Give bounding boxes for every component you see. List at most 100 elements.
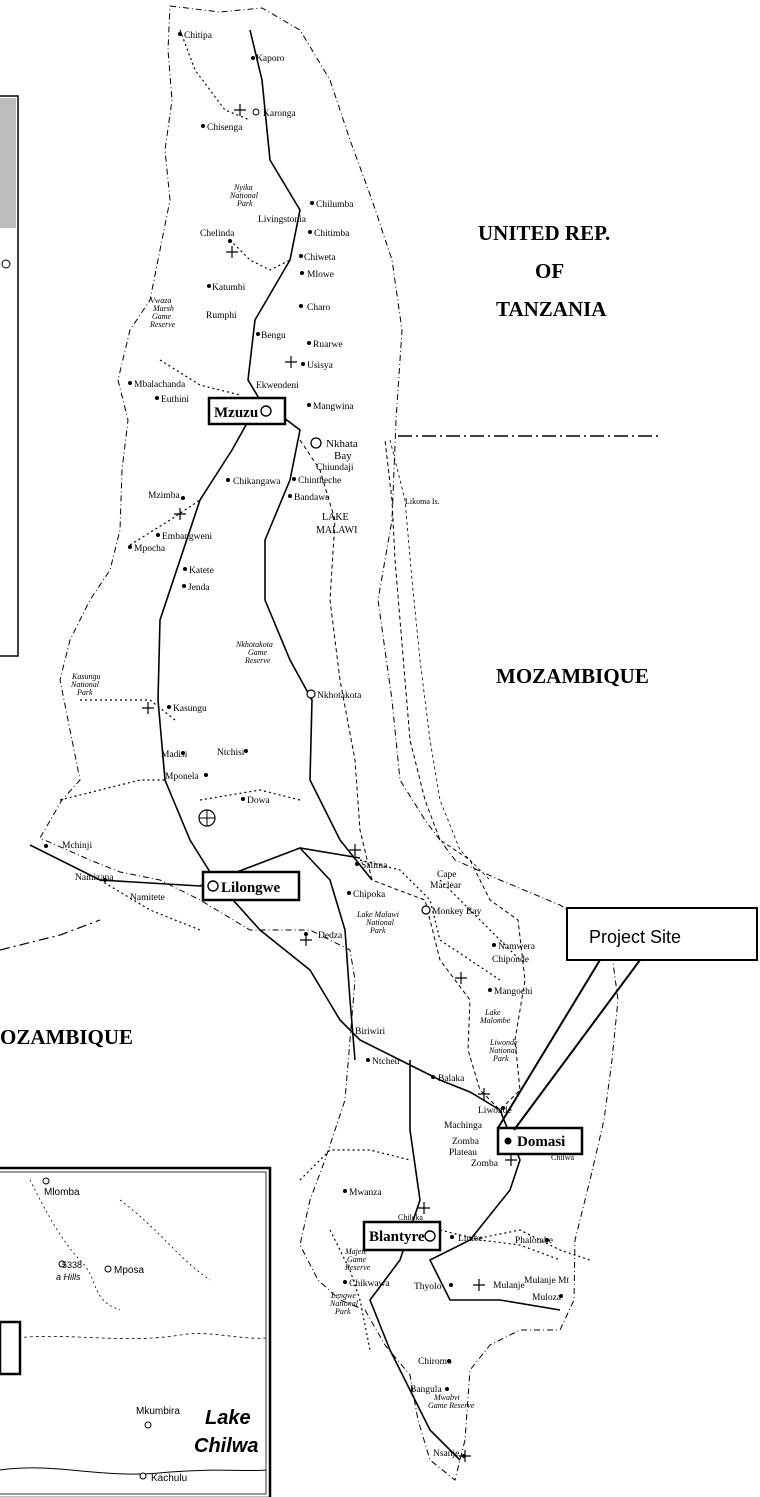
svg-text:National: National [70, 680, 100, 689]
mozambique-west-label: OZAMBIQUE [0, 1025, 133, 1049]
west-border-fragment [0, 919, 101, 951]
svg-text:Chilumba: Chilumba [316, 200, 354, 210]
project-site-callout: Project Site [497, 907, 758, 1131]
svg-text:Limbe: Limbe [458, 1234, 483, 1244]
svg-text:Chikangawa: Chikangawa [233, 477, 281, 487]
svg-text:Embangweni: Embangweni [162, 532, 212, 542]
town-labels: Chitipa Kaporo Karonga Chisenga Chilumba… [44, 31, 575, 1459]
mozambique-east-label: MOZAMBIQUE [496, 664, 649, 688]
svg-text:Park: Park [334, 1307, 351, 1316]
svg-text:National: National [229, 191, 259, 200]
svg-text:Game: Game [248, 648, 268, 657]
svg-text:Bengu: Bengu [261, 331, 286, 341]
svg-text:Game: Game [152, 312, 172, 321]
svg-text:Mzimba: Mzimba [148, 491, 180, 501]
svg-text:Chisenga: Chisenga [207, 123, 243, 133]
svg-text:Chipoka: Chipoka [353, 890, 386, 900]
svg-text:Ruarwe: Ruarwe [313, 340, 343, 350]
svg-text:Euthini: Euthini [161, 395, 189, 405]
domasi-box: Domasi [496, 1126, 584, 1156]
svg-text:Mpocha: Mpocha [134, 544, 166, 554]
svg-text:Mposa: Mposa [114, 1265, 144, 1276]
airport-icons [142, 104, 517, 1462]
svg-text:Park: Park [76, 688, 93, 697]
svg-text:Malombe: Malombe [479, 1016, 511, 1025]
svg-text:Chiromo: Chiromo [418, 1357, 452, 1367]
blantyre-box: Blantyre [362, 1220, 442, 1252]
project-site-label: Project Site [589, 927, 681, 947]
svg-text:Maclear: Maclear [430, 881, 462, 891]
svg-text:Liwonde: Liwonde [489, 1038, 518, 1047]
svg-text:Mwanza: Mwanza [349, 1188, 382, 1198]
svg-text:Chileka: Chileka [398, 1213, 423, 1222]
svg-text:Lake: Lake [205, 1407, 251, 1429]
svg-text:OF: OF [535, 259, 564, 283]
svg-text:Chiundaji: Chiundaji [316, 463, 354, 473]
svg-text:Kasungu: Kasungu [173, 704, 207, 714]
svg-text:Nkhotakota: Nkhotakota [317, 691, 362, 701]
svg-text:Biriwiri: Biriwiri [355, 1027, 385, 1037]
svg-text:Ntchisi: Ntchisi [217, 748, 245, 758]
svg-text:a Hills: a Hills [56, 1272, 81, 1282]
svg-text:Majete: Majete [344, 1247, 368, 1256]
svg-text:Vwaza: Vwaza [150, 296, 171, 305]
svg-text:Mlowe: Mlowe [307, 270, 334, 280]
lake-malawi-shore [299, 439, 526, 1111]
svg-text:Kasungu: Kasungu [71, 672, 100, 681]
svg-text:Liwonde: Liwonde [478, 1106, 512, 1116]
secondary-roads [59, 29, 591, 1351]
mzuzu-box: Mzuzu [207, 396, 287, 426]
svg-text:Reserve: Reserve [344, 1263, 371, 1272]
svg-text:Bay: Bay [334, 450, 352, 462]
svg-text:5338: 5338 [62, 1260, 82, 1270]
svg-text:Marsh: Marsh [152, 304, 174, 313]
svg-text:Game: Game [347, 1255, 367, 1264]
mzuzu-label: Mzuzu [214, 405, 258, 421]
svg-text:Mulanje Mt: Mulanje Mt [524, 1276, 569, 1286]
svg-text:UNITED REP.: UNITED REP. [478, 221, 610, 245]
svg-text:Plateau: Plateau [449, 1148, 477, 1158]
domasi-label: Domasi [517, 1134, 565, 1150]
svg-text:Nsanje: Nsanje [433, 1449, 459, 1459]
svg-text:Chintheche: Chintheche [298, 476, 341, 486]
svg-text:Katete: Katete [189, 566, 214, 576]
svg-text:Karonga: Karonga [263, 109, 296, 119]
svg-text:Cape: Cape [437, 870, 457, 880]
svg-text:Chiweta: Chiweta [304, 253, 336, 263]
svg-text:Thyolo: Thyolo [414, 1282, 442, 1292]
svg-text:Ntcheu: Ntcheu [372, 1057, 400, 1067]
svg-text:Bandawe: Bandawe [294, 493, 329, 503]
svg-text:Ekwendeni: Ekwendeni [256, 381, 299, 391]
svg-text:Mchinji: Mchinji [62, 841, 92, 851]
svg-text:Salima: Salima [361, 861, 388, 871]
svg-text:Chitipa: Chitipa [184, 31, 213, 41]
svg-text:Mkumbira: Mkumbira [136, 1406, 180, 1417]
svg-text:Park: Park [492, 1054, 509, 1063]
svg-text:National: National [329, 1299, 359, 1308]
lilongwe-box: Lilongwe [201, 870, 301, 902]
svg-text:Lengwe: Lengwe [330, 1291, 356, 1300]
svg-text:Monkey Bay: Monkey Bay [432, 907, 482, 917]
svg-text:Muloza: Muloza [532, 1293, 562, 1303]
svg-text:Reserve: Reserve [244, 656, 271, 665]
svg-text:Dedza: Dedza [318, 931, 343, 941]
svg-text:National: National [365, 918, 395, 927]
blantyre-label: Blantyre [369, 1229, 425, 1245]
lake-chilwa-inset: Mlomba 5338 a Hills Mposa Mkumbira Kachu… [0, 1166, 272, 1497]
svg-text:Park: Park [236, 199, 253, 208]
svg-text:TANZANIA: TANZANIA [496, 297, 607, 321]
svg-text:Namitete: Namitete [130, 893, 165, 903]
svg-text:Jenda: Jenda [188, 583, 210, 593]
lilongwe-label: Lilongwe [221, 880, 281, 896]
svg-text:LAKE: LAKE [322, 512, 349, 523]
svg-text:Bangula: Bangula [410, 1385, 442, 1395]
svg-text:Phalombe: Phalombe [515, 1236, 553, 1246]
svg-text:Reserve: Reserve [149, 320, 176, 329]
svg-text:Katumbi: Katumbi [212, 283, 246, 293]
svg-text:Mangwina: Mangwina [313, 402, 354, 412]
svg-text:Kachulu: Kachulu [151, 1473, 187, 1484]
svg-text:Chitimba: Chitimba [314, 229, 350, 239]
svg-text:Balaka: Balaka [438, 1074, 465, 1084]
svg-text:Chilwa: Chilwa [194, 1435, 258, 1457]
